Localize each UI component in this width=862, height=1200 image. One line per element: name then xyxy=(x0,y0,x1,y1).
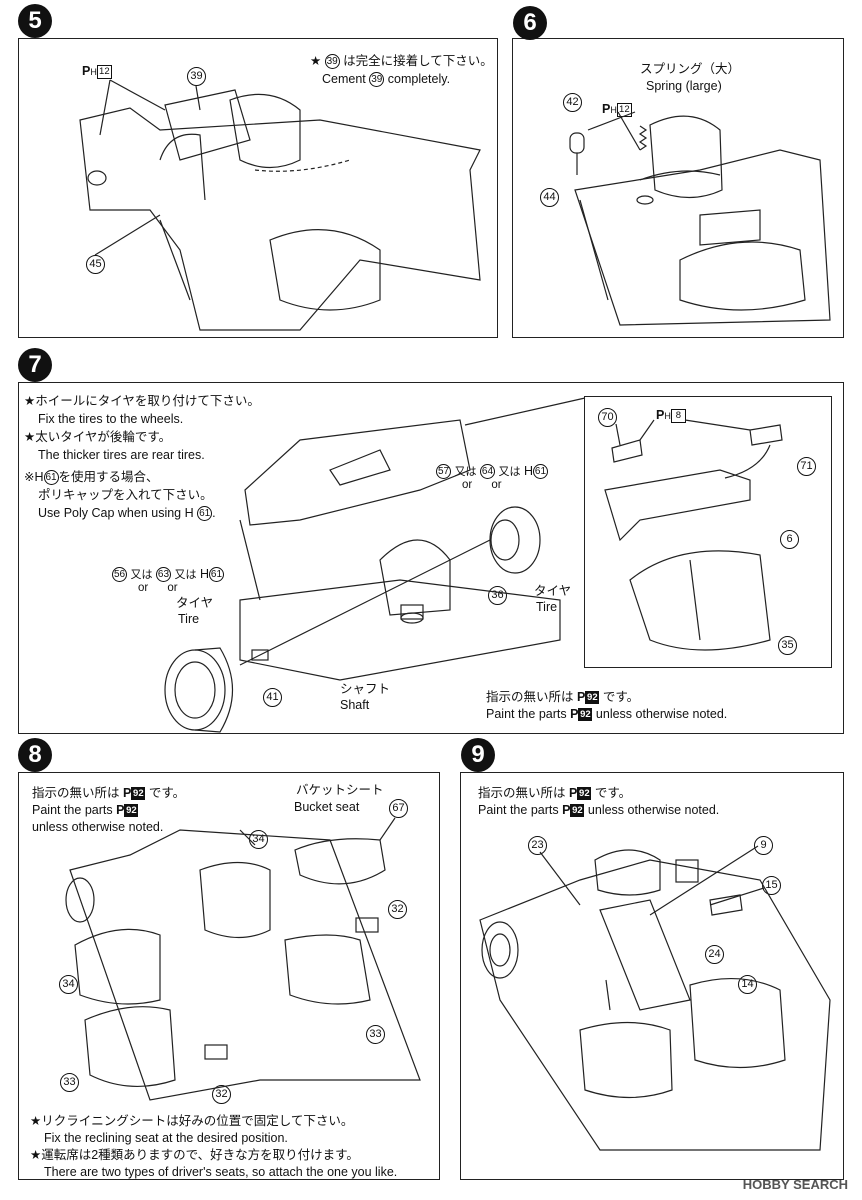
step-6-chassis-drawing xyxy=(569,111,831,326)
spring-label-jp: スプリング（大） xyxy=(640,62,741,76)
step-7-inset-drawing xyxy=(604,419,783,651)
part-number: 6 xyxy=(780,530,799,549)
part-number: 33 xyxy=(60,1073,79,1092)
step-5-number: 5 xyxy=(18,4,52,38)
shaft-en: Shaft xyxy=(340,698,370,712)
step-7-note1-en: Fix the tires to the wheels. xyxy=(38,412,184,426)
part-number: 67 xyxy=(389,799,408,818)
step-5-note-jp: ★ 39 は完全に接着して下さい。 xyxy=(310,54,493,70)
front-tire-jp: タイヤ xyxy=(176,596,214,610)
front-wheel-or-en: or or xyxy=(138,582,178,594)
bucket-seat-jp: バケットシート xyxy=(296,783,384,797)
step-7-note2-jp: ★太いタイヤが後輪です。 xyxy=(24,430,172,444)
step-7-note3-en: Use Poly Cap when using H 61. xyxy=(38,506,216,522)
step-9-number: 9 xyxy=(461,738,495,772)
part-number: 71 xyxy=(797,457,816,476)
step-7-chassis-drawing xyxy=(164,397,586,733)
step-7-note3-jp2: ポリキャップを入れて下さい。 xyxy=(38,488,213,502)
front-tire-en: Tire xyxy=(178,612,200,626)
watermark: HOBBY SEARCH xyxy=(742,1177,848,1192)
step-5-panel xyxy=(18,38,498,338)
step-8-interior-drawing xyxy=(65,817,421,1101)
rear-tire-en: Tire xyxy=(536,600,558,614)
step-5-note-en: Cement 39 completely. xyxy=(322,72,451,88)
part-number: 24 xyxy=(705,945,724,964)
step-7-inset xyxy=(584,396,832,668)
step-8-panel xyxy=(18,772,440,1180)
shaft-jp: シャフト xyxy=(340,682,391,696)
step-5-chassis-drawing xyxy=(79,79,481,331)
part-number: 35 xyxy=(778,636,797,655)
part-number: 44 xyxy=(540,188,559,207)
part-number: 15 xyxy=(762,876,781,895)
step-8-note1-jp: ★リクライニングシートは好みの位置で固定して下さい。 xyxy=(30,1114,354,1128)
step-9-panel xyxy=(460,772,844,1180)
step-8-note2-jp: ★運転席は2種類ありますので、好きな方を取り付けます。 xyxy=(30,1148,359,1162)
part-number: 41 xyxy=(263,688,282,707)
part-number: 23 xyxy=(528,836,547,855)
spring-label-en: Spring (large) xyxy=(646,79,722,93)
step-7-note2-en: The thicker tires are rear tires. xyxy=(38,448,205,462)
step-7-note1-jp: ★ホイールにタイヤを取り付けて下さい。 xyxy=(24,394,260,408)
step-7-number: 7 xyxy=(18,348,52,382)
part-number: 39 xyxy=(187,67,206,86)
part-number: 34 xyxy=(59,975,78,994)
step-6-panel xyxy=(512,38,844,338)
part-number: 42 xyxy=(563,93,582,112)
part-number: 45 xyxy=(86,255,105,274)
part-number: 70 xyxy=(598,408,617,427)
step-8-paint-en2: unless otherwise noted. xyxy=(32,820,164,834)
step-6-number: 6 xyxy=(513,6,547,40)
step-8-number: 8 xyxy=(18,738,52,772)
rear-tire-jp: タイヤ xyxy=(534,584,572,598)
step-9-interior-drawing xyxy=(479,845,831,1151)
step-8-note2-en: There are two types of driver's seats, s… xyxy=(44,1165,398,1179)
part-number: 33 xyxy=(366,1025,385,1044)
rear-wheel-or-en: or or xyxy=(462,479,502,491)
bucket-seat-en: Bucket seat xyxy=(294,800,360,814)
part-number: 9 xyxy=(754,836,773,855)
part-number: 32 xyxy=(212,1085,231,1104)
part-number: 32 xyxy=(388,900,407,919)
step-8-note1-en: Fix the reclining seat at the desired po… xyxy=(44,1131,288,1145)
